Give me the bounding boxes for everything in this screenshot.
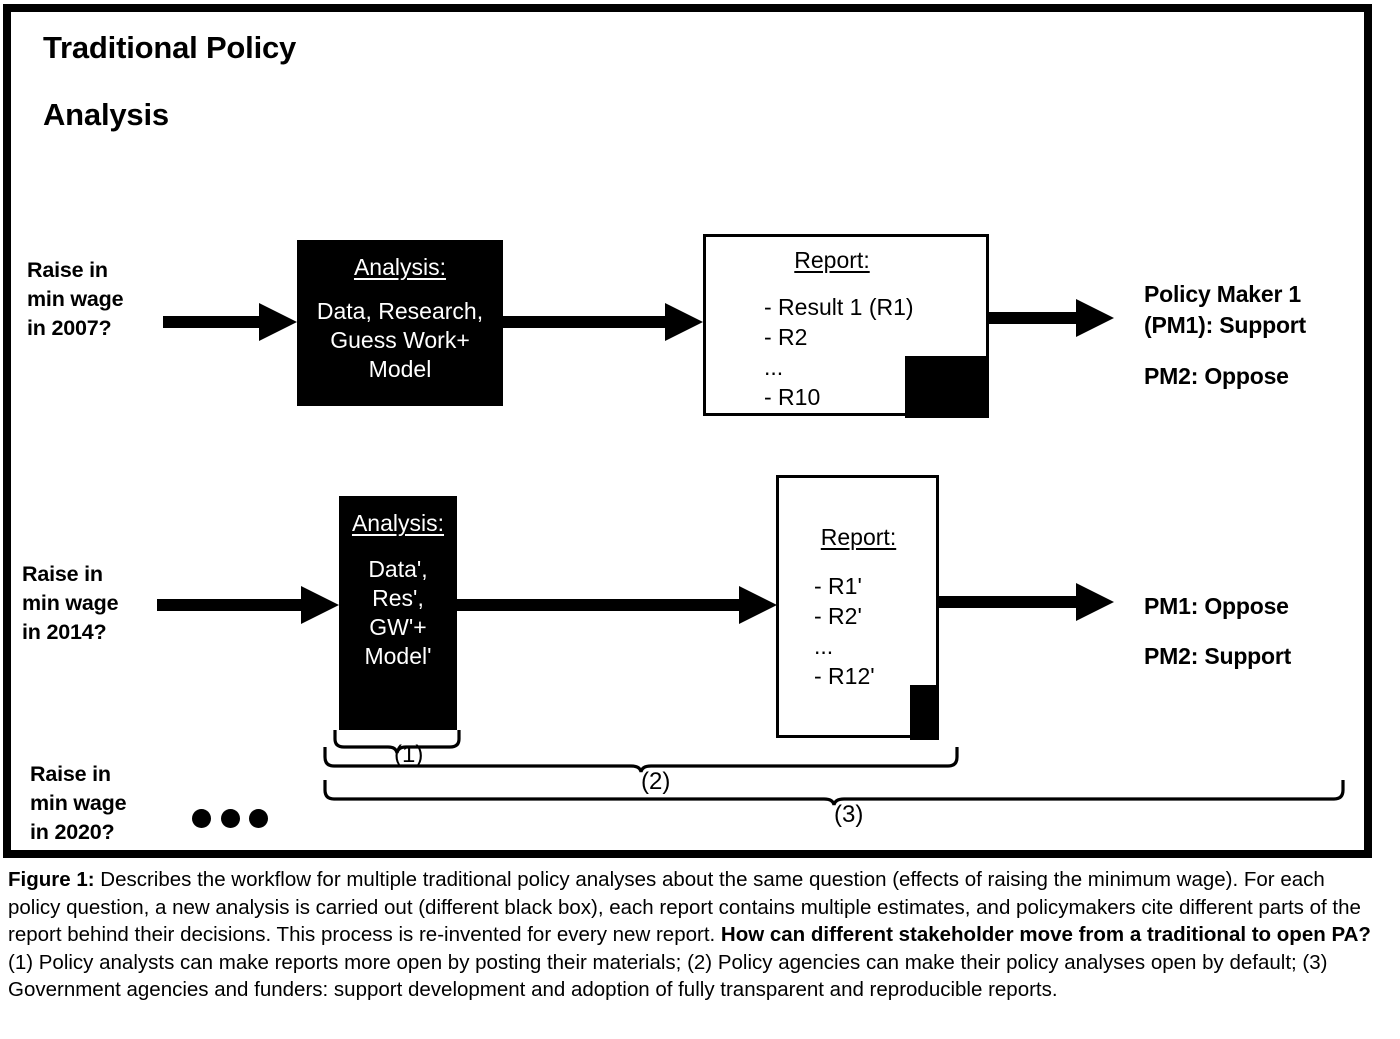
dot-icon [221,809,240,828]
caption-text-part2: (1) Policy analysts can make reports mor… [8,950,1328,1002]
analysis-heading: Analysis: [353,254,447,280]
caption-bold-question: How can different stakeholder move from … [720,923,1371,946]
arrow-analysis-to-report-1 [503,303,703,341]
question-label-2007: Raise in min wage in 2007? [27,258,124,340]
figure-caption: Figure 1: Describes the workflow for mul… [8,866,1378,1004]
arrow-shaft [989,312,1078,324]
policymaker-outcome-primary: Policy Maker 1 (PM1): Support [1144,281,1307,338]
brace-3-label: (3) [834,801,864,828]
arrow-head-icon [739,586,777,624]
figure-title: Traditional Policy Analysis [43,32,296,130]
brace-2-path [323,747,959,773]
analysis-heading: Analysis: [351,510,445,536]
arrow-shaft [503,316,667,328]
brace-1-path [333,730,461,754]
brace-2-label: (2) [641,768,671,795]
policymaker-outcome-primary: PM1: Oppose [1144,593,1289,619]
question-label-2020: Raise in min wage in 2020? [30,762,127,844]
brace-3 [323,780,1345,806]
policymaker-outcome-2014: PM1: Oppose PM2: Support [1144,560,1291,703]
caption-label: Figure 1: [8,868,95,891]
arrow-question-to-analysis-2 [157,586,339,624]
arrow-report-to-policymakers-2 [939,583,1114,621]
arrow-shaft [939,596,1078,608]
analysis-body: Data, Research, Guess Work+ Model [316,298,484,382]
brace-2 [323,747,959,773]
report-result-lines: - Result 1 (R1) - R2 ... - R10 [764,294,914,410]
policymaker-outcome-2007: Policy Maker 1 (PM1): Support PM2: Oppos… [1144,248,1306,423]
arrow-head-icon [1076,299,1114,337]
analysis-box-2007: Analysis: Data, Research, Guess Work+ Mo… [297,240,503,406]
arrow-report-to-policymakers-1 [989,299,1114,337]
analysis-body: Data', Res', GW'+ Model' [364,556,432,669]
caption-text-part1: Describes the workflow for multiple trad… [8,868,1361,946]
analysis-box-2014: Analysis: Data', Res', GW'+ Model' [339,496,457,730]
policymaker-outcome-secondary: PM2: Oppose [1144,363,1289,389]
figure-title-line1: Traditional Policy [43,30,297,65]
report-heading: Report: [820,524,897,550]
report-black-box-marker-2 [910,685,939,740]
report-heading: Report: [794,247,870,273]
arrow-shaft [157,599,303,611]
figure-frame: Traditional Policy Analysis Raise in min… [3,4,1372,858]
arrow-head-icon [301,586,339,624]
arrow-head-icon [259,303,297,341]
dot-icon [192,809,211,828]
arrow-analysis-to-report-2 [457,586,777,624]
dot-icon [249,809,268,828]
figure-title-line2: Analysis [43,97,169,132]
report-result-lines: - R1' - R2' ... - R12' [814,573,875,689]
report-box-2007: Report: - Result 1 (R1) - R2 ... - R10 [703,234,989,416]
arrow-shaft [163,316,261,328]
brace-1-label: (1) [394,741,424,768]
arrow-head-icon [1076,583,1114,621]
arrow-shaft [457,599,741,611]
arrow-head-icon [665,303,703,341]
brace-3-path [323,780,1345,806]
policymaker-outcome-secondary: PM2: Support [1144,643,1292,669]
question-label-2014: Raise in min wage in 2014? [22,562,119,644]
ellipsis-dots-icon [192,809,268,829]
brace-1 [333,730,461,754]
report-black-box-marker-1 [905,356,989,418]
arrow-question-to-analysis-1 [163,303,297,341]
